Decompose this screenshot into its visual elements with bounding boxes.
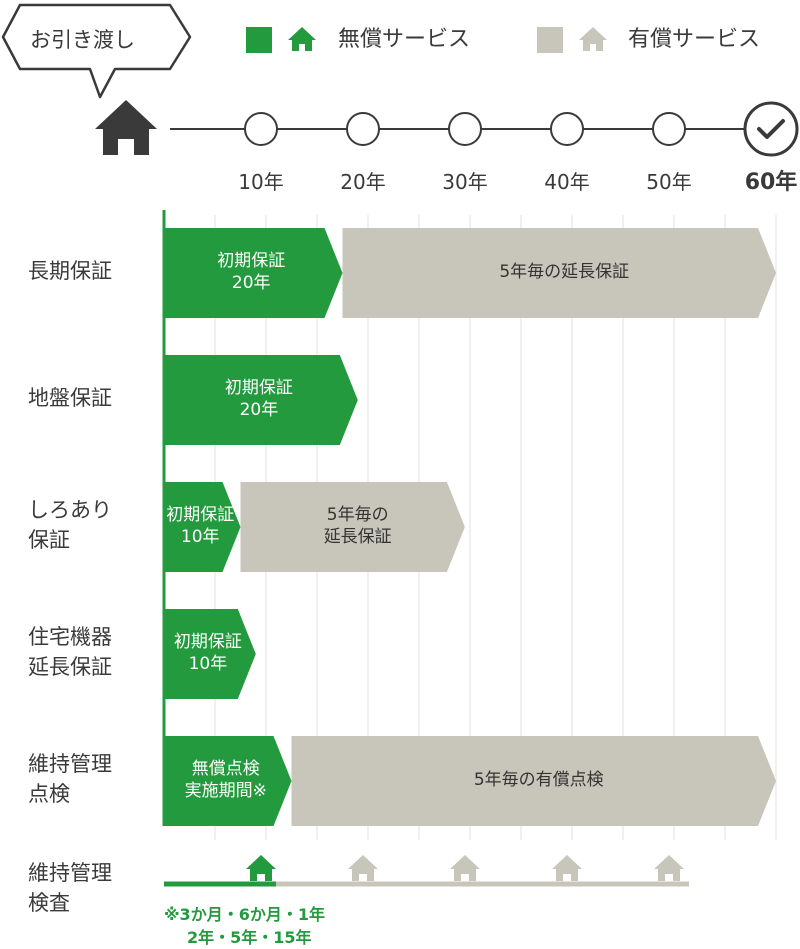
legend-paid-label: 有償サービス [628, 27, 761, 52]
row-label: 維持管理 点検 [28, 752, 112, 807]
house-icon [450, 855, 480, 881]
free-service-bar [164, 355, 358, 445]
house-icon [552, 855, 582, 881]
paid-bar-label: 5年毎の 延長保証 [323, 505, 392, 548]
inspection-row-label: 維持管理 検査 [28, 861, 112, 916]
inspection-note-line1: ※3か月・6か月・1年 [164, 905, 325, 924]
paid-service-bar [342, 228, 776, 318]
paid-service-bar [240, 482, 465, 572]
free-bar-label: 初期保証 10年 [166, 505, 235, 548]
house-icon [95, 100, 157, 155]
tick-label-40: 40年 [544, 170, 590, 194]
timeline-marker-10 [244, 112, 278, 146]
timeline-marker-40 [550, 112, 584, 146]
tick-label-20: 20年 [340, 170, 386, 194]
paid-bar-label: 5年毎の有償点検 [473, 770, 604, 790]
timeline-marker-20 [346, 112, 380, 146]
house-icon [348, 855, 378, 881]
house-icon [579, 27, 607, 51]
free-bar-label: 初期保証 10年 [173, 632, 242, 675]
tick-label-50: 50年 [646, 170, 692, 194]
free-service-bar [164, 482, 241, 572]
handover-speech-bubble [1, 3, 192, 99]
tick-label-60: 60年 [744, 170, 798, 195]
house-icon [246, 855, 276, 881]
paid-bar-label: 5年毎の延長保証 [499, 262, 630, 282]
row-label: しろあり 保証 [28, 498, 112, 553]
free-service-bar [164, 736, 292, 826]
timeline [95, 100, 799, 157]
legend-free-swatch [246, 27, 272, 53]
row-label: 地盤保証 [28, 386, 112, 410]
legend-paid-swatch [537, 27, 563, 53]
tick-label-30: 30年 [442, 170, 488, 194]
paid-service-bar [291, 736, 776, 826]
legend-free-label: 無償サービス [338, 27, 471, 52]
free-bar-label: 初期保証 20年 [224, 378, 293, 421]
row-label: 長期保証 [28, 259, 112, 283]
house-icon [288, 27, 316, 51]
free-service-bar [164, 228, 343, 318]
tick-label-10: 10年 [238, 170, 284, 194]
check-icon [743, 101, 799, 157]
free-bar-label: 無償点検 実施期間※ [184, 759, 267, 802]
timeline-marker-30 [448, 112, 482, 146]
inspection-note-line2: 2年・5年・15年 [187, 928, 312, 947]
free-service-bar [164, 609, 256, 699]
house-icon [654, 855, 684, 881]
row-label: 住宅機器 延長保証 [28, 625, 112, 680]
handover-label: お引き渡し [30, 28, 135, 52]
free-bar-label: 初期保証 20年 [217, 251, 286, 294]
timeline-marker-50 [652, 112, 686, 146]
